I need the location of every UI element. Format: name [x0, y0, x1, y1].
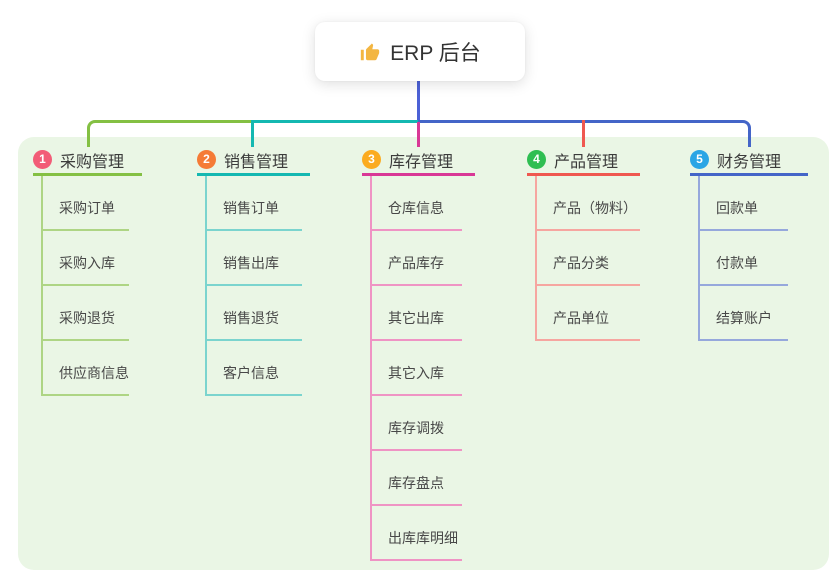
branch-label: 销售管理 — [224, 153, 289, 171]
child-label: 其它出库 — [388, 310, 444, 326]
connector-branch4-drop — [582, 120, 585, 147]
connector-branch1 — [87, 120, 253, 147]
badge-5: 5 — [690, 150, 709, 169]
branch-3: 3 库存管理 仓库信息 产品库存 其它出库 其它入库 库存调拨 库存盘点 出库库… — [362, 146, 475, 561]
child-label: 供应商信息 — [59, 365, 129, 381]
child-label: 产品分类 — [553, 255, 609, 271]
child-node[interactable]: 供应商信息 — [43, 341, 129, 396]
thumbs-up-icon — [359, 41, 381, 63]
child-node[interactable]: 产品库存 — [372, 231, 462, 286]
badge-4: 4 — [527, 150, 546, 169]
child-node[interactable]: 采购退货 — [43, 286, 129, 341]
child-node[interactable]: 库存盘点 — [372, 451, 462, 506]
branch-label: 采购管理 — [60, 153, 125, 171]
child-label: 付款单 — [716, 255, 758, 271]
badge-2: 2 — [197, 150, 216, 169]
child-node[interactable]: 产品分类 — [537, 231, 640, 286]
connector-branch2-drop — [251, 120, 254, 147]
child-node[interactable]: 回款单 — [700, 176, 788, 231]
branch-4: 4 产品管理 产品（物料） 产品分类 产品单位 — [527, 146, 640, 341]
child-label: 仓库信息 — [388, 200, 444, 216]
child-label: 库存调拨 — [388, 420, 444, 436]
branch-node-2[interactable]: 2 销售管理 — [197, 146, 310, 176]
child-label: 产品（物料） — [553, 200, 637, 216]
child-node[interactable]: 付款单 — [700, 231, 788, 286]
child-label: 产品库存 — [388, 255, 444, 271]
branch-label: 库存管理 — [389, 153, 454, 171]
root-label: ERP 后台 — [390, 41, 481, 65]
child-label: 回款单 — [716, 200, 758, 216]
child-node[interactable]: 采购入库 — [43, 231, 129, 286]
branch-node-1[interactable]: 1 采购管理 — [33, 146, 142, 176]
branch-node-3[interactable]: 3 库存管理 — [362, 146, 475, 176]
branch-1: 1 采购管理 采购订单 采购入库 采购退货 供应商信息 — [33, 146, 142, 396]
child-label: 采购退货 — [59, 310, 115, 326]
child-node[interactable]: 客户信息 — [207, 341, 302, 396]
child-label: 采购订单 — [59, 200, 115, 216]
child-label: 库存盘点 — [388, 475, 444, 491]
child-label: 其它入库 — [388, 365, 444, 381]
child-label: 结算账户 — [716, 310, 772, 326]
child-node[interactable]: 产品单位 — [537, 286, 640, 341]
connector-branch3-drop — [417, 122, 420, 147]
connector-branch2-horizontal — [253, 120, 418, 123]
child-label: 采购入库 — [59, 255, 115, 271]
branch-4-children: 产品（物料） 产品分类 产品单位 — [535, 176, 640, 341]
child-node[interactable]: 其它出库 — [372, 286, 462, 341]
child-node[interactable]: 销售订单 — [207, 176, 302, 231]
branch-1-children: 采购订单 采购入库 采购退货 供应商信息 — [41, 176, 142, 396]
child-node[interactable]: 产品（物料） — [537, 176, 640, 231]
branch-node-4[interactable]: 4 产品管理 — [527, 146, 640, 176]
child-node[interactable]: 出库库明细 — [372, 506, 462, 561]
child-label: 销售出库 — [223, 255, 279, 271]
branch-2-children: 销售订单 销售出库 销售退货 客户信息 — [205, 176, 310, 396]
branch-node-5[interactable]: 5 财务管理 — [690, 146, 808, 176]
child-node[interactable]: 结算账户 — [700, 286, 788, 341]
branch-label: 产品管理 — [554, 153, 619, 171]
connector-root-vertical — [417, 81, 420, 122]
child-node[interactable]: 仓库信息 — [372, 176, 462, 231]
branch-5-children: 回款单 付款单 结算账户 — [698, 176, 808, 341]
child-node[interactable]: 其它入库 — [372, 341, 462, 396]
child-node[interactable]: 销售出库 — [207, 231, 302, 286]
child-label: 出库库明细 — [388, 530, 458, 546]
child-node[interactable]: 采购订单 — [43, 176, 129, 231]
branches-panel — [18, 137, 829, 570]
branch-3-children: 仓库信息 产品库存 其它出库 其它入库 库存调拨 库存盘点 出库库明细 — [370, 176, 475, 561]
child-node[interactable]: 销售退货 — [207, 286, 302, 341]
root-node[interactable]: ERP 后台 — [315, 22, 525, 81]
badge-1: 1 — [33, 150, 52, 169]
badge-3: 3 — [362, 150, 381, 169]
branch-2: 2 销售管理 销售订单 销售出库 销售退货 客户信息 — [197, 146, 310, 396]
branch-5: 5 财务管理 回款单 付款单 结算账户 — [690, 146, 808, 341]
child-label: 产品单位 — [553, 310, 609, 326]
child-label: 销售订单 — [223, 200, 279, 216]
child-label: 销售退货 — [223, 310, 279, 326]
child-node[interactable]: 库存调拨 — [372, 396, 462, 451]
child-label: 客户信息 — [223, 365, 279, 381]
branch-label: 财务管理 — [717, 153, 782, 171]
